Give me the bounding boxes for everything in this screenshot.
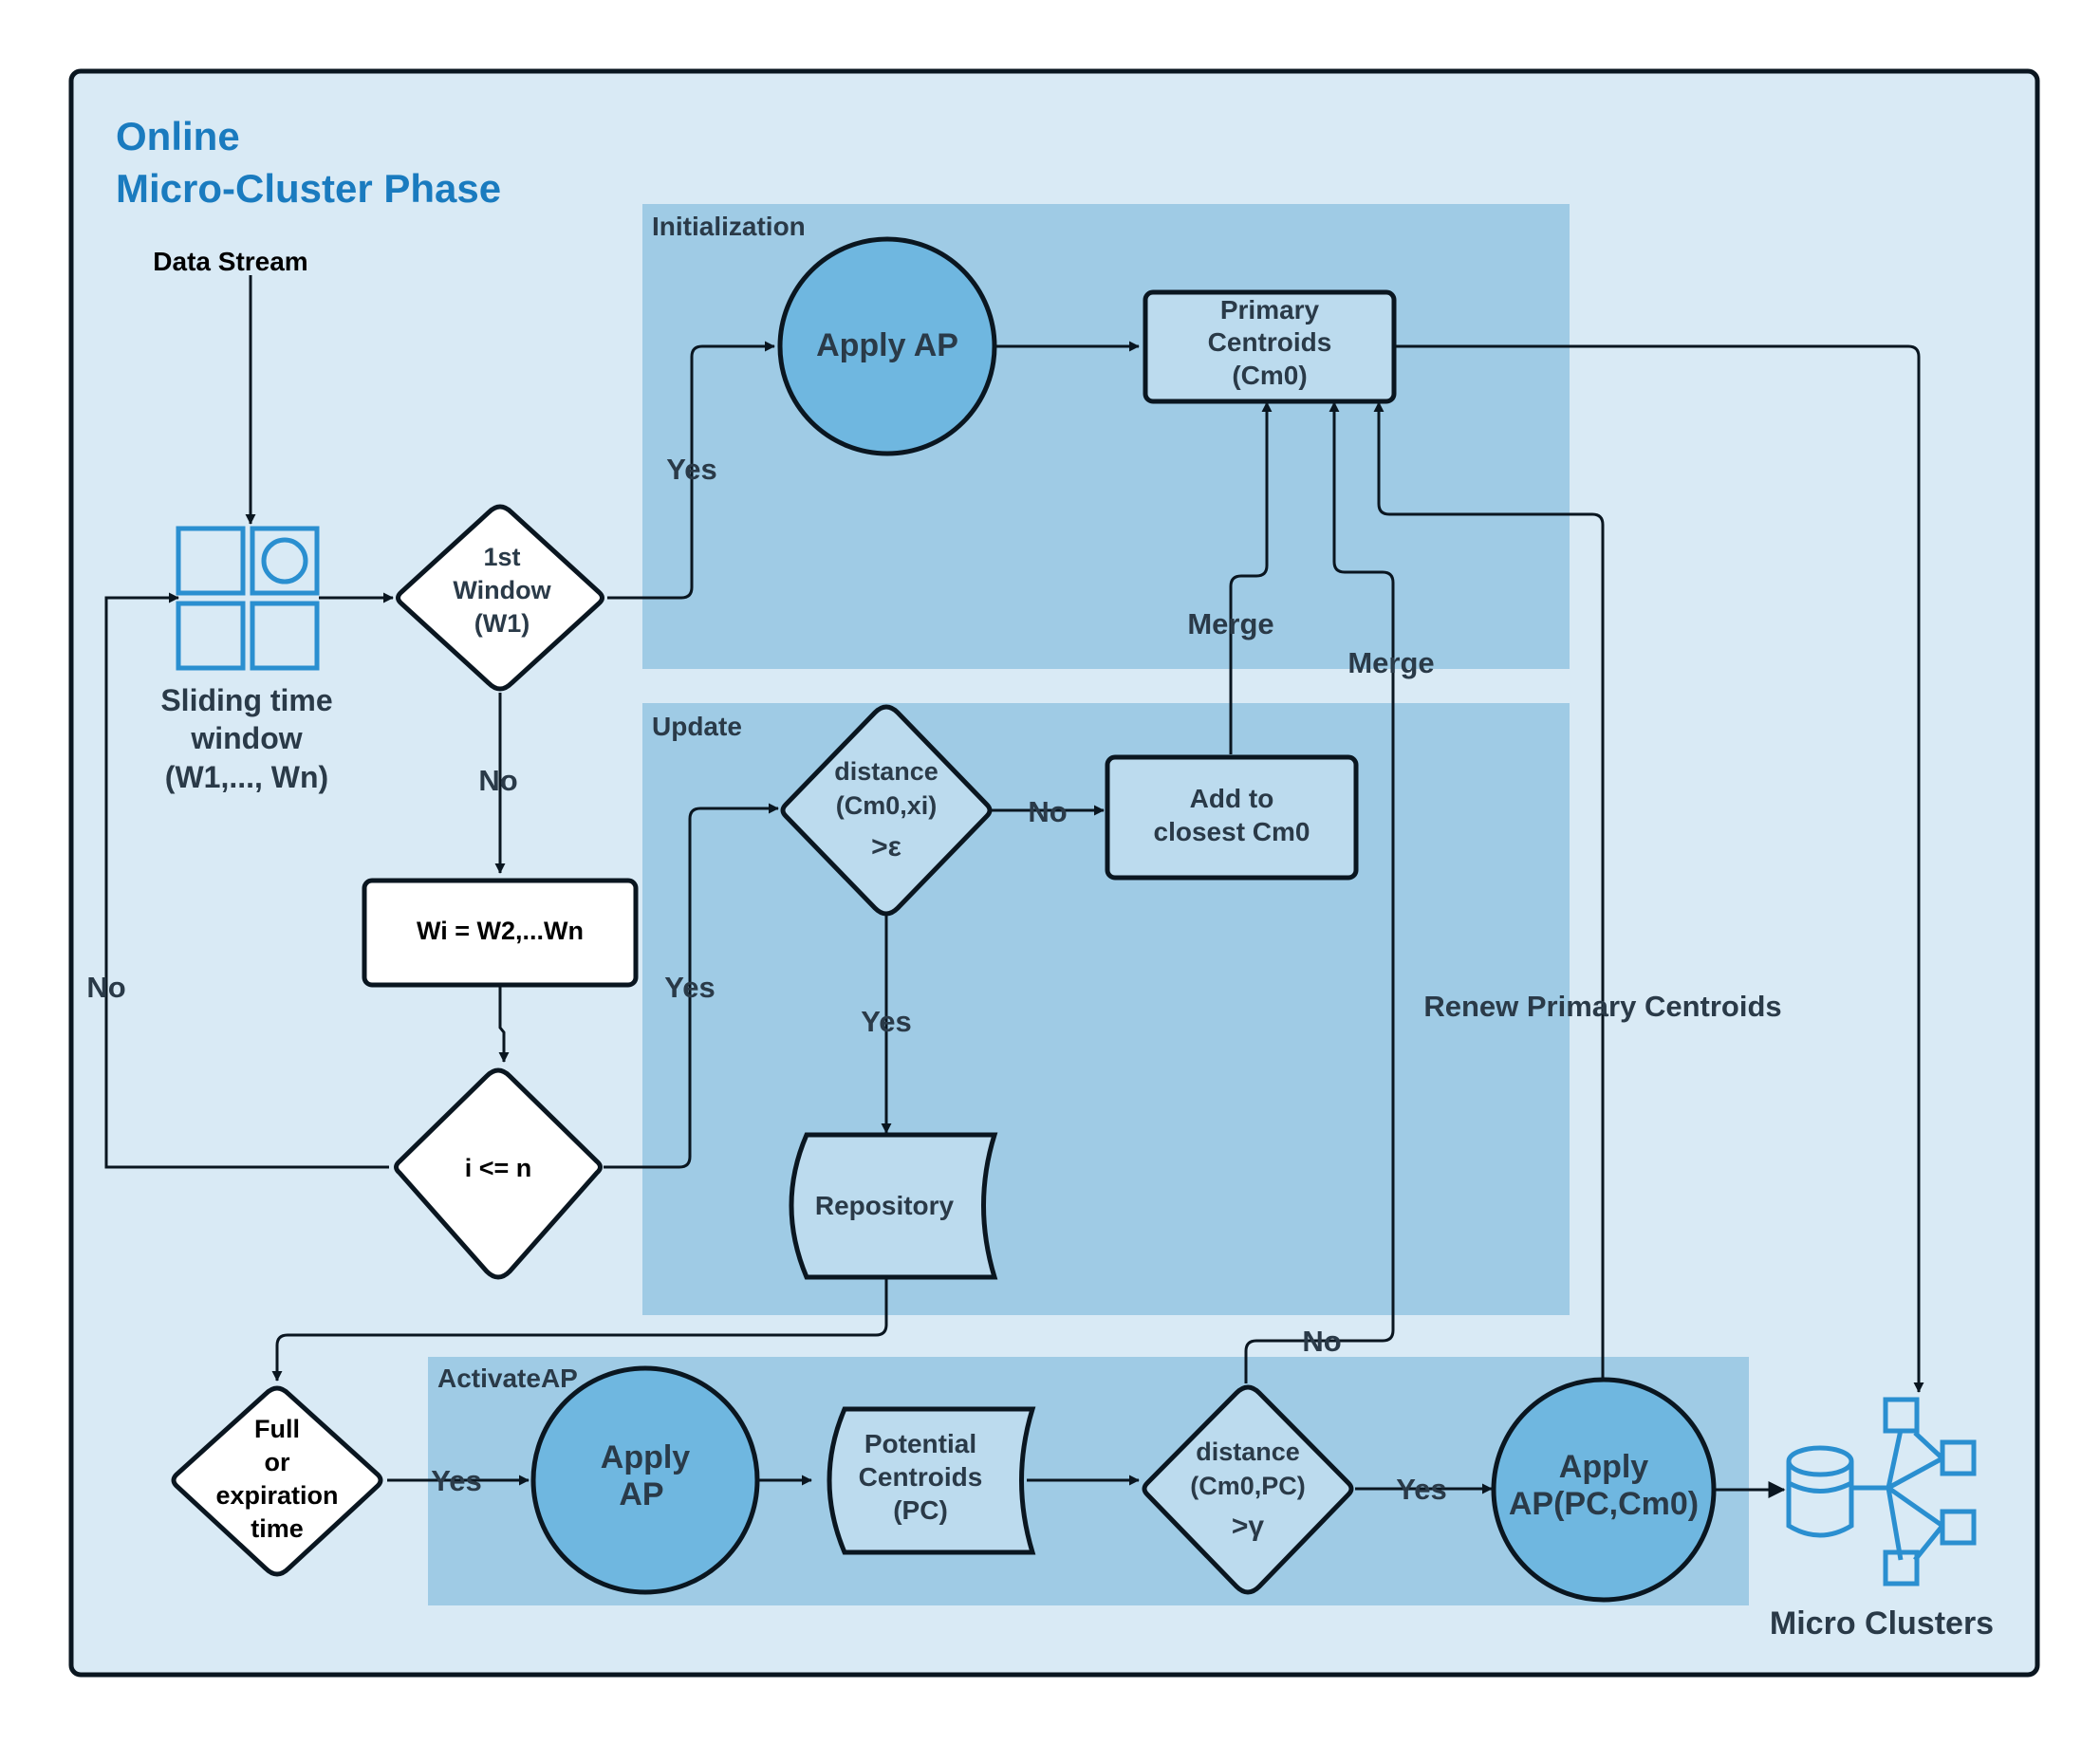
label-yes-distance-update: Yes: [861, 1005, 911, 1038]
apply-ap-activate-circle: [530, 1365, 760, 1595]
label-no-loop: No: [86, 971, 125, 1004]
edge-renew-primary: [1373, 401, 1605, 1381]
title-line-1: Online: [116, 114, 240, 158]
edge-add-primary: [1229, 401, 1273, 754]
distance-activate-decision: [1142, 1384, 1354, 1595]
full-line-2: or: [265, 1448, 290, 1476]
title-line-2: Micro-Cluster Phase: [116, 166, 501, 211]
edge-firstwindow-applyap: [607, 341, 775, 600]
i-le-n-decision: [394, 1067, 603, 1280]
i-le-n-label: i <= n: [465, 1154, 532, 1182]
label-yes-distance-activate: Yes: [1396, 1473, 1446, 1506]
repository-label: Repository: [815, 1191, 955, 1220]
initialization-region: [642, 204, 1570, 669]
wi-label: Wi = W2,...Wn: [417, 917, 584, 945]
add-closest-box: [1105, 754, 1359, 881]
sliding-window-line-3: (W1,..., Wn): [165, 760, 328, 794]
label-no-distance-activate: No: [1302, 1325, 1341, 1358]
apply-ap-init-circle: [777, 236, 997, 456]
distance-activate-line-3: >γ: [1232, 1511, 1265, 1542]
edge-ilen-loop: [104, 592, 389, 1169]
activate-label: ActivateAP: [437, 1364, 578, 1393]
label-no-distance-update: No: [1028, 795, 1067, 828]
distance-update-line-1: distance: [834, 757, 938, 786]
apply-ap-activate-line-2: AP: [619, 1476, 663, 1512]
potential-centroids-line-1: Potential: [864, 1429, 976, 1458]
full-or-expiration-decision: [171, 1385, 383, 1577]
micro-clusters-label: Micro Clusters: [1770, 1605, 1994, 1642]
distance-activate-line-1: distance: [1196, 1438, 1300, 1466]
add-closest-line-2: closest Cm0: [1154, 817, 1310, 846]
distance-update-line-3: >ε: [871, 831, 901, 863]
potential-centroids-store: [827, 1406, 1036, 1555]
repository-store: [789, 1132, 998, 1280]
primary-centroids-line-2: Centroids: [1208, 327, 1332, 357]
primary-centroids-line-1: Primary: [1220, 295, 1320, 325]
first-window-line-3: (W1): [474, 609, 530, 638]
full-line-3: expiration: [215, 1481, 338, 1510]
edge-ilen-distance: [604, 803, 779, 1169]
apply-ap-pc-line-1: Apply: [1559, 1449, 1649, 1485]
label-merge-add: Merge: [1187, 607, 1273, 640]
edge-primary-microclusters: [1393, 344, 1924, 1393]
edge-repository-full: [271, 1277, 888, 1382]
label-yes-first-window: Yes: [666, 453, 716, 486]
first-window-line-2: Window: [453, 576, 551, 604]
apply-ap-pc-line-2: AP(PC,Cm0): [1509, 1486, 1699, 1522]
first-window-line-1: 1st: [483, 543, 520, 571]
wi-box: [362, 878, 639, 988]
sliding-window-line-1: Sliding time: [160, 683, 332, 717]
full-line-1: Full: [254, 1415, 300, 1443]
potential-centroids-line-3: (PC): [893, 1495, 948, 1525]
label-yes-full: Yes: [431, 1464, 481, 1497]
update-label: Update: [652, 712, 742, 741]
primary-centroids-box: [1143, 289, 1397, 404]
apply-ap-init-label: Apply AP: [816, 327, 958, 363]
add-closest-line-1: Add to: [1190, 784, 1274, 813]
first-window-decision: [396, 504, 604, 692]
data-stream-label: Data Stream: [153, 247, 307, 276]
sliding-window-grid-icon: [176, 526, 320, 671]
edge-wi-ilen: [498, 983, 510, 1063]
primary-centroids-line-3: (Cm0): [1232, 361, 1307, 390]
apply-ap-pc-circle: [1491, 1377, 1717, 1603]
distance-update-decision: [780, 704, 993, 917]
micro-clusters-network-icon: [1786, 1397, 1977, 1586]
distance-activate-line-2: (Cm0,PC): [1190, 1472, 1306, 1500]
edge-distance2-primary: [1244, 401, 1395, 1383]
label-yes-i-le-n: Yes: [664, 971, 715, 1004]
label-merge-no: Merge: [1347, 646, 1434, 679]
initialization-label: Initialization: [652, 212, 806, 241]
sliding-window-line-2: window: [190, 721, 302, 755]
label-renew: Renew Primary Centroids: [1423, 990, 1781, 1023]
potential-centroids-line-2: Centroids: [859, 1462, 983, 1492]
label-no-first-window: No: [478, 764, 517, 797]
full-line-4: time: [251, 1514, 304, 1543]
distance-update-line-2: (Cm0,xi): [836, 791, 938, 820]
apply-ap-activate-line-1: Apply: [601, 1439, 691, 1475]
